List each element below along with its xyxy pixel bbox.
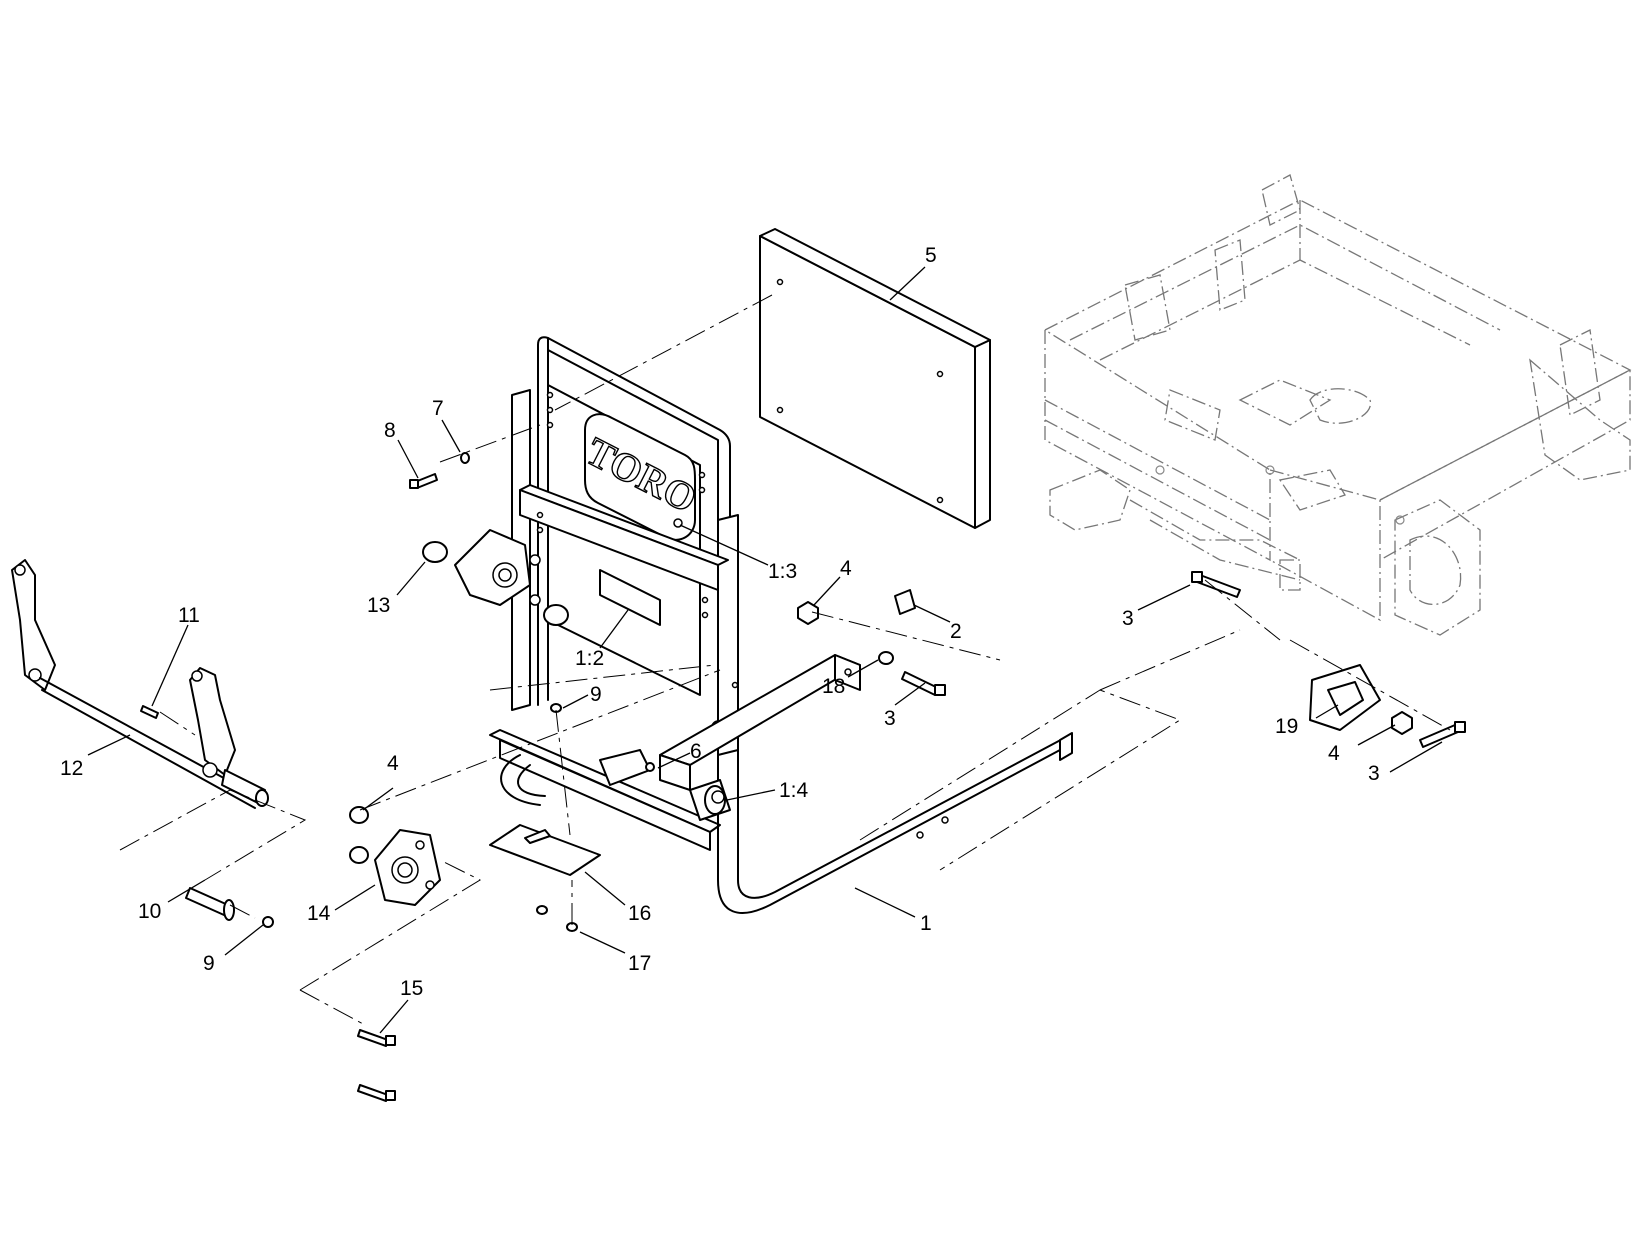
callout-17: 17: [628, 952, 651, 975]
callout-5: 5: [925, 244, 937, 267]
callout-6: 6: [690, 740, 702, 763]
hinge-bracket-lower: [349, 806, 441, 906]
tractor-frame-reference: [1044, 174, 1632, 636]
callout-1: 1: [920, 912, 932, 935]
callout-11: 11: [178, 604, 200, 627]
callout-8: 8: [384, 419, 396, 442]
seat-pad: [759, 228, 991, 529]
callout-1-2: 1:2: [575, 647, 604, 670]
callout-14: 14: [307, 902, 331, 925]
callout-9-lower: 9: [203, 952, 215, 975]
callout-7: 7: [432, 397, 444, 420]
callout-1-3: 1:3: [768, 560, 797, 583]
cross-member-tube: [659, 654, 861, 791]
callout-12: 12: [60, 757, 83, 780]
callout-10: 10: [138, 900, 161, 923]
callout-2: 2: [950, 620, 962, 643]
callout-3-upper-right: 3: [1122, 607, 1134, 630]
callout-1-4: 1:4: [779, 779, 809, 802]
hinge-bracket-upper: [422, 529, 569, 626]
callout-15: 15: [400, 977, 423, 1000]
callout-19: 19: [1275, 715, 1298, 738]
callout-4-upper: 4: [840, 557, 852, 580]
callout-4-left: 4: [387, 752, 399, 775]
hardware-pins: [140, 452, 1466, 1102]
callout-9-upper: 9: [590, 683, 602, 706]
callout-3-right: 3: [1368, 762, 1380, 785]
callout-16: 16: [628, 902, 651, 925]
latch-shaft-assembly: [11, 559, 269, 809]
callout-4-right: 4: [1328, 742, 1340, 765]
assembly-phantom-lines: [119, 294, 1451, 1026]
leader-lines: [87, 266, 1443, 1034]
callout-13: 13: [367, 594, 390, 617]
callout-labels: 5 7 8 1:3 4 2 13 1:2 11 12 9 18 3 3 6 1:…: [60, 244, 1380, 1000]
callout-3-mid: 3: [884, 707, 896, 730]
callout-18: 18: [822, 675, 845, 698]
